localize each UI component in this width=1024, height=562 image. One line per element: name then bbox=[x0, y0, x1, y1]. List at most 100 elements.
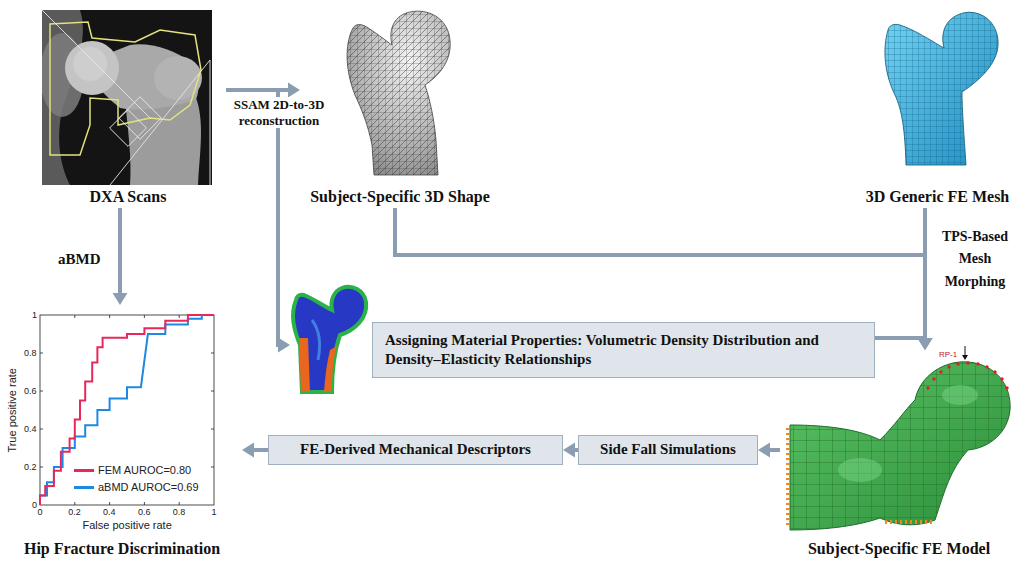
tick-label: 0.2 bbox=[68, 507, 81, 517]
femur-3d-shape bbox=[347, 11, 450, 175]
tick-label: 1 bbox=[32, 310, 37, 320]
arrowhead bbox=[113, 293, 128, 305]
fe-model-figure bbox=[939, 370, 942, 373]
tick-label: 0.6 bbox=[24, 386, 37, 396]
roc-plot bbox=[40, 315, 214, 505]
legend-text: FEM AUROC=0.80 bbox=[98, 464, 191, 477]
fe-model-figure bbox=[790, 362, 1010, 530]
tick-label: 0 bbox=[38, 507, 43, 517]
fe-model-figure bbox=[926, 361, 1008, 389]
dxa-scan-image bbox=[42, 10, 212, 185]
connector-line bbox=[226, 90, 281, 345]
connector-line bbox=[923, 208, 927, 341]
reference-point-label: RP-1 bbox=[939, 350, 957, 359]
fe-model-figure bbox=[976, 362, 979, 365]
tick-label: 0.6 bbox=[138, 507, 151, 517]
fe-model-figure bbox=[942, 385, 978, 405]
arrowhead bbox=[242, 443, 254, 458]
connector bbox=[875, 338, 933, 350]
fe-model-figure bbox=[838, 458, 882, 482]
roc-plot bbox=[40, 315, 214, 505]
fe-model-figure bbox=[956, 362, 959, 365]
arrowhead bbox=[563, 443, 575, 458]
fe-model-figure bbox=[947, 365, 950, 368]
box-text: Side Fall Simulations bbox=[600, 440, 736, 460]
dxa-scan-image bbox=[110, 110, 147, 147]
arrowhead bbox=[278, 338, 290, 353]
arrowhead bbox=[918, 338, 933, 350]
generic-fe-mesh bbox=[885, 12, 998, 165]
connector bbox=[758, 443, 780, 458]
edge-label: SSAM 2D-to-3D reconstruction bbox=[226, 97, 332, 128]
tick-label: 0.4 bbox=[24, 424, 37, 434]
arrowhead bbox=[288, 83, 300, 98]
dxa-scan-image bbox=[65, 41, 119, 95]
dxa-scan-figure: DXA Scans bbox=[30, 8, 226, 208]
fe-model-figure bbox=[1000, 377, 1003, 380]
density-cross-section bbox=[293, 287, 366, 392]
figure-caption: Hip Fracture Discrimination bbox=[24, 539, 220, 558]
figure-caption: DXA Scans bbox=[90, 187, 167, 206]
connector bbox=[918, 208, 933, 350]
connector bbox=[242, 443, 268, 458]
fe-model-figure bbox=[790, 362, 1010, 530]
process-box: Side Fall Simulations bbox=[578, 435, 758, 465]
tick-label: 0 bbox=[32, 500, 37, 510]
dxa-scan-image bbox=[42, 10, 210, 185]
fe-model-figure bbox=[966, 361, 969, 364]
arrowhead bbox=[918, 338, 933, 350]
connector bbox=[113, 208, 128, 305]
femur-3d-shape bbox=[347, 11, 450, 175]
tick-label: 0.2 bbox=[24, 462, 37, 472]
edge-label: aBMD bbox=[56, 250, 103, 268]
process-step: Assigning Material Properties: Volumetri… bbox=[290, 290, 875, 392]
fe-model-figure bbox=[965, 346, 966, 356]
arrowhead bbox=[758, 443, 770, 458]
figure-caption: Subject-Specific FE Model bbox=[808, 539, 990, 558]
figure-caption: 3D Generic FE Mesh bbox=[866, 187, 1010, 206]
box-text: Assigning Material Properties: Volumetri… bbox=[385, 331, 862, 370]
femur-3d-shape bbox=[347, 11, 450, 175]
tick-label: 0.4 bbox=[103, 507, 116, 517]
roc-plot bbox=[40, 315, 214, 505]
dxa-scan-image bbox=[73, 47, 107, 81]
tick-label: 0.8 bbox=[24, 348, 37, 358]
arrowhead bbox=[918, 338, 933, 350]
generic-fe-mesh bbox=[885, 12, 998, 165]
axis-title: False positive rate bbox=[83, 519, 172, 532]
connector-line bbox=[118, 208, 122, 296]
edge-label: TPS-Based Mesh Morphing bbox=[932, 226, 1018, 293]
dxa-scan-image bbox=[119, 97, 161, 139]
fe-model-figure bbox=[1005, 386, 1008, 389]
legend-text: aBMD AUROC=0.69 bbox=[98, 481, 199, 494]
process-box: Assigning Material Properties: Volumetri… bbox=[372, 322, 875, 378]
roc-plot bbox=[40, 315, 214, 505]
axis-title: True positive rate bbox=[5, 368, 18, 453]
tick-label: 1 bbox=[212, 507, 217, 517]
fe-model-figure bbox=[786, 428, 790, 528]
connector bbox=[226, 90, 290, 353]
fe-model-figure bbox=[985, 365, 988, 368]
legend-swatch bbox=[74, 469, 94, 472]
fe-model-figure bbox=[962, 355, 968, 360]
dxa-scan-image bbox=[154, 56, 202, 100]
legend-swatch bbox=[74, 486, 94, 489]
tick-label: 0.8 bbox=[173, 507, 186, 517]
fe-model-figure: Subject-Specific FE Model bbox=[780, 350, 1018, 560]
connector-line bbox=[875, 338, 925, 341]
generic-fe-mesh bbox=[885, 12, 998, 165]
fe-model-figure bbox=[993, 370, 996, 373]
box-text: FE-Derived Mechanical Descriptors bbox=[300, 440, 531, 460]
mesh-figure: 3D Generic FE Mesh bbox=[855, 8, 1020, 208]
density-cross-section bbox=[312, 320, 320, 360]
density-cross-section bbox=[293, 287, 366, 392]
density-cross-section bbox=[299, 338, 310, 392]
dxa-scan-image bbox=[50, 22, 201, 155]
roc-plot bbox=[40, 315, 214, 505]
fe-model-figure bbox=[932, 377, 935, 380]
density-cross-section bbox=[324, 346, 337, 392]
fe-model-figure bbox=[885, 520, 932, 524]
